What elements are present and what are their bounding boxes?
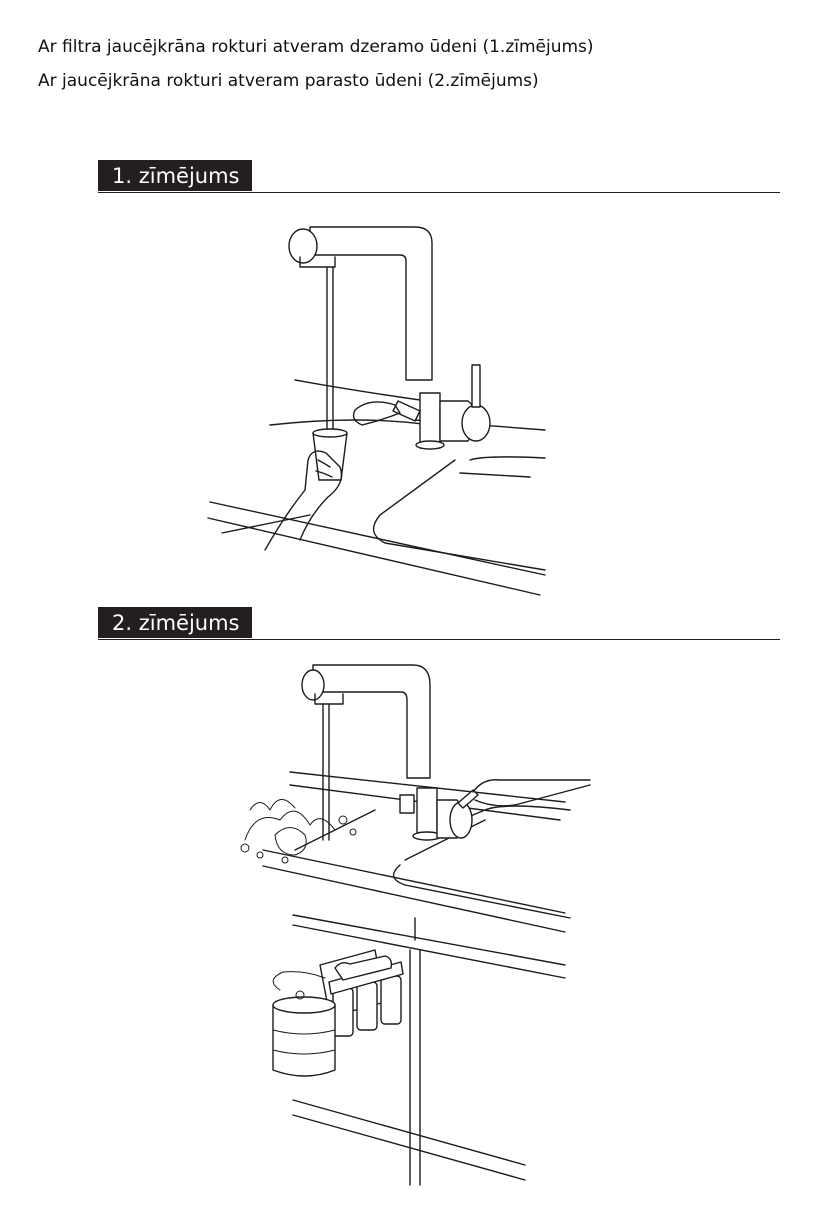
- instruction-line-regular: Ar jaucējkrāna rokturi atveram parasto ū…: [38, 71, 539, 91]
- section-label-2: 2. zīmējums: [98, 607, 252, 638]
- instruction-line-filtered: Ar filtra jaucējkrāna rokturi atveram dz…: [38, 37, 594, 57]
- section-label-1: 1. zīmējums: [98, 160, 252, 191]
- faucet-filtered-water-illustration: [207, 226, 546, 596]
- faucet-regular-water-illustration: [240, 664, 591, 1186]
- section-heading-2: 2. zīmējums: [98, 607, 780, 640]
- section-heading-1: 1. zīmējums: [98, 160, 780, 193]
